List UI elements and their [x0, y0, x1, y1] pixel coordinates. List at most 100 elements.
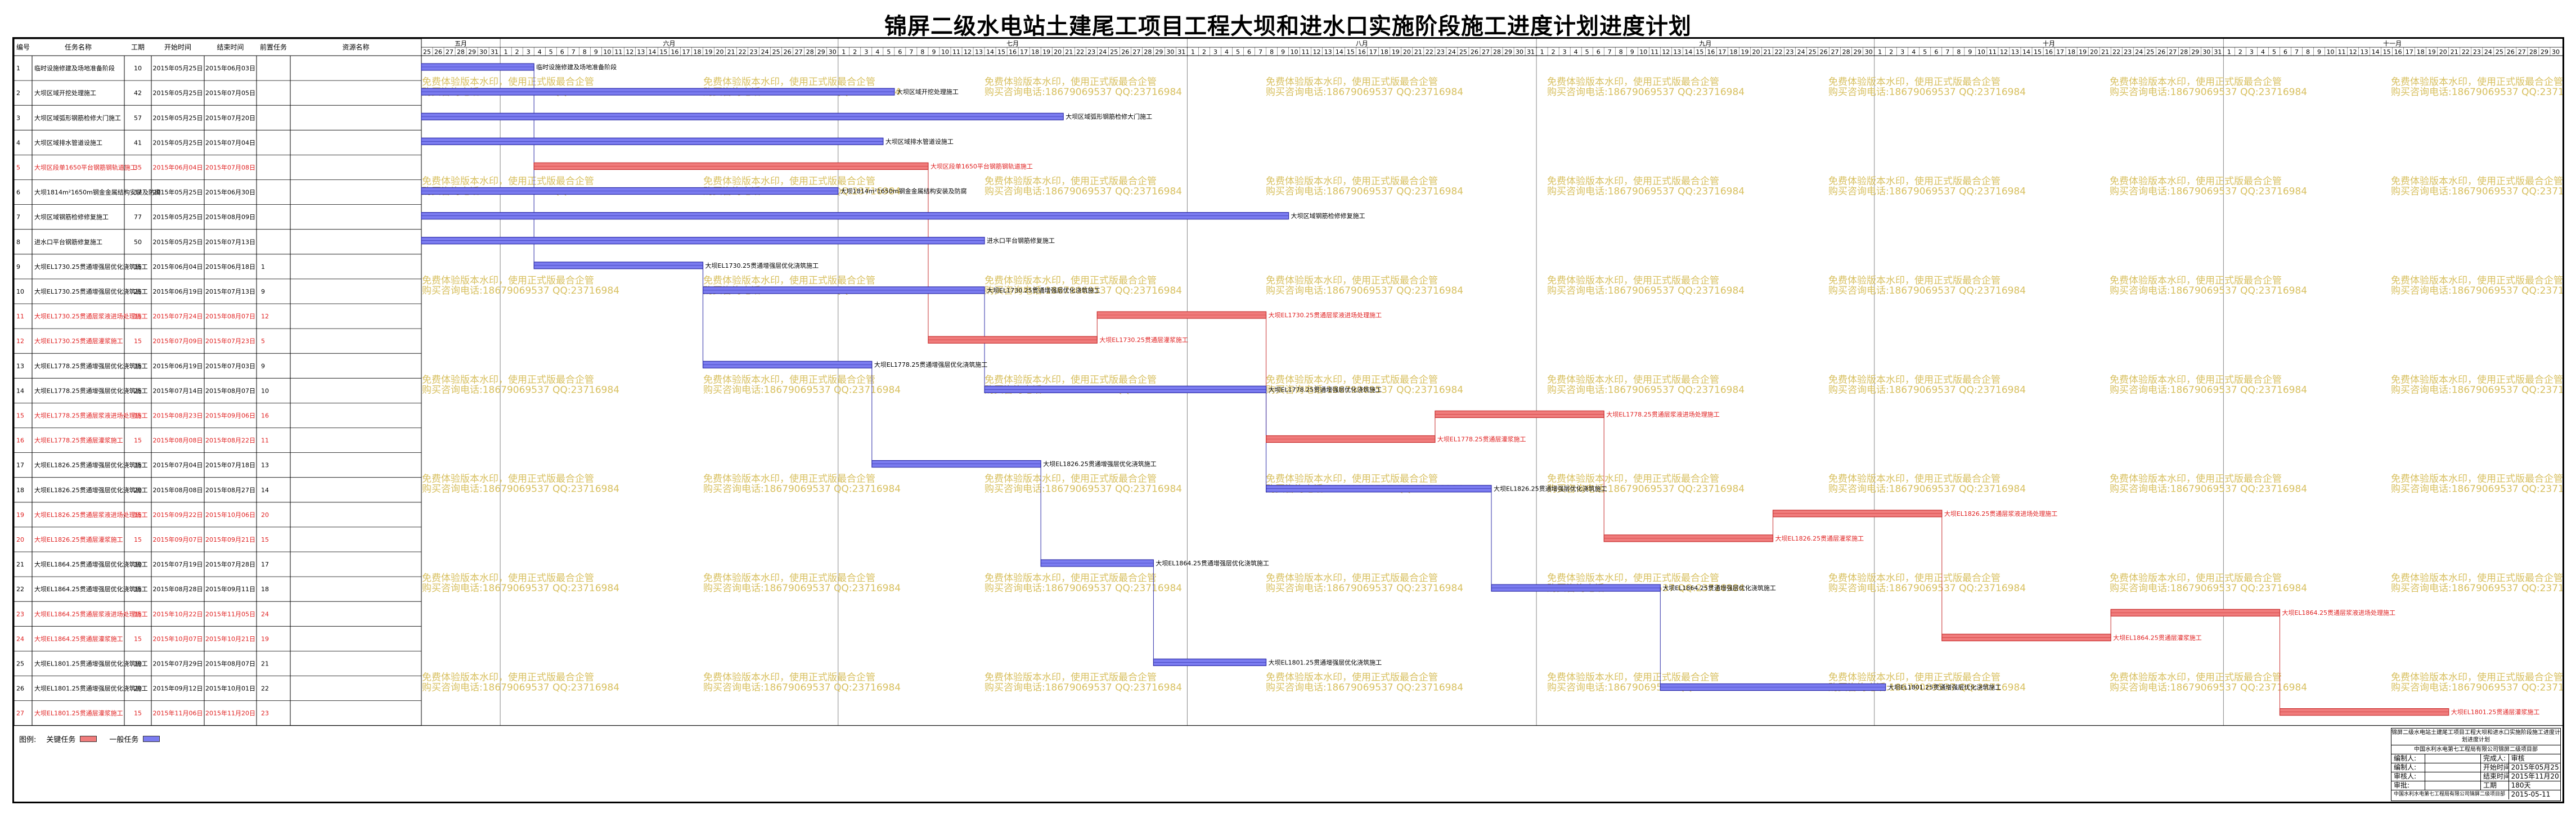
day-label: 28 — [457, 48, 465, 56]
watermark-line: 免费体验版本水印，使用正式版最合企管 — [1828, 473, 2000, 485]
watermark-line: 购买咨询电话:18679069537 QQ:23716984 — [984, 87, 1182, 98]
cell-task-name: 大坝EL1730.25贯通增强层优化浇筑施工 — [34, 263, 148, 271]
task-bar-label: 大坝区域排水管道设施工 — [885, 137, 954, 145]
cell-predecessor: 14 — [261, 487, 269, 494]
day-label: 17 — [2056, 48, 2064, 56]
cell-duration: 37 — [134, 189, 142, 196]
cell-id: 19 — [16, 511, 24, 519]
watermark-line: 免费体验版本水印，使用正式版最合企管 — [2391, 76, 2562, 88]
cell-task-name: 大坝区域弧形钢筋检修大门施工 — [34, 114, 121, 122]
watermark-line: 购买咨询电话:18679069537 QQ:23716984 — [422, 384, 619, 395]
watermark-line: 免费体验版本水印，使用正式版最合企管 — [422, 672, 594, 683]
legend: 图例: 关键任务 一般任务 — [19, 732, 160, 745]
watermark-line: 购买咨询电话:18679069537 QQ:23716984 — [1266, 186, 1463, 197]
cell-duration: 15 — [134, 462, 142, 469]
cell-task-name: 大坝EL1801.25贯通层灌浆施工 — [34, 709, 123, 717]
cell-task-name: 大坝EL1778.25贯通增强层优化浇筑施工 — [34, 386, 148, 394]
cell-id: 6 — [16, 189, 20, 196]
cell-end: 2015年09月21日 — [205, 536, 255, 543]
day-label: 26 — [784, 48, 792, 56]
day-label: 9 — [1968, 48, 1972, 56]
day-label: 21 — [1414, 48, 1422, 56]
task-bar-label: 大坝EL1778.25贯通增强层优化浇筑施工 — [1269, 385, 1382, 393]
day-label: 5 — [1923, 48, 1927, 56]
task-bar-label: 大坝EL1778.25贯通层浆液进场处理施工 — [1606, 410, 1720, 418]
watermark-line: 购买咨询电话:18679069537 QQ:23716984 — [1828, 186, 2026, 197]
cell-task-name: 大坝EL1864.25贯通层浆液进场处理施工 — [34, 610, 148, 618]
watermark-line: 免费体验版本水印，使用正式版最合企管 — [1266, 374, 1438, 385]
watermark-line: 免费体验版本水印，使用正式版最合企管 — [2110, 473, 2282, 485]
cell-duration: 15 — [134, 710, 142, 717]
day-label: 26 — [1820, 48, 1828, 56]
watermark-line: 免费体验版本水印，使用正式版最合企管 — [1547, 76, 1719, 88]
cell-end: 2015年07月13日 — [205, 238, 255, 246]
day-label: 28 — [1144, 48, 1152, 56]
cell-duration: 15 — [134, 412, 142, 419]
day-label: 11 — [2338, 48, 2346, 56]
day-label: 27 — [446, 48, 453, 56]
day-label: 22 — [1076, 48, 1084, 56]
month-label: 十月 — [2043, 39, 2055, 47]
day-label: 26 — [2507, 48, 2515, 56]
watermark-line: 免费体验版本水印，使用正式版最合企管 — [984, 572, 1157, 584]
task-bar-label: 大坝EL1778.25贯通增强层优化浇筑施工 — [874, 361, 988, 368]
watermark-line: 免费体验版本水印，使用正式版最合企管 — [703, 176, 875, 187]
cell-start: 2015年05月25日 — [153, 213, 203, 221]
cell-id: 16 — [16, 437, 24, 444]
day-label: 4 — [538, 48, 542, 56]
watermark-line: 免费体验版本水印，使用正式版最合企管 — [1828, 176, 2000, 187]
day-label: 29 — [1155, 48, 1163, 56]
cell-id: 4 — [16, 139, 20, 146]
cell-duration: 15 — [134, 586, 142, 593]
watermark-line: 购买咨询电话:18679069537 QQ:23716984 — [1547, 87, 1745, 98]
watermark-line: 免费体验版本水印，使用正式版最合企管 — [703, 76, 875, 88]
day-label: 13 — [1673, 48, 1681, 56]
cell-start: 2015年06月04日 — [153, 263, 203, 271]
cell-start: 2015年07月29日 — [153, 659, 203, 667]
watermark-line: 购买咨询电话:18679069537 QQ:23716984 — [1547, 285, 1745, 296]
watermark-line: 免费体验版本水印，使用正式版最合企管 — [1547, 473, 1719, 485]
cell-start: 2015年08月08日 — [153, 486, 203, 494]
day-label: 4 — [1912, 48, 1916, 56]
day-label: 19 — [705, 48, 713, 56]
day-label: 14 — [1336, 48, 1343, 56]
day-label: 10 — [941, 48, 949, 56]
watermark-line: 免费体验版本水印，使用正式版最合企管 — [1828, 374, 2000, 385]
cell-start: 2015年07月14日 — [153, 386, 203, 394]
day-label: 30 — [1865, 48, 1873, 56]
cell-start: 2015年09月12日 — [153, 685, 203, 692]
watermark-line: 购买咨询电话:18679069537 QQ:23716984 — [703, 583, 901, 594]
cell-task-name: 大坝EL1864.25贯通层灌浆施工 — [34, 635, 123, 642]
day-label: 27 — [1132, 48, 1140, 56]
legend-normal-task-label: 一般任务 — [109, 735, 139, 744]
cell-id: 26 — [16, 685, 24, 692]
watermark-line: 免费体验版本水印，使用正式版最合企管 — [1266, 176, 1438, 187]
day-label: 28 — [2529, 48, 2537, 56]
day-label: 20 — [2090, 48, 2098, 56]
day-label: 14 — [986, 48, 994, 56]
day-label: 6 — [560, 48, 564, 56]
column-header: 资源名称 — [342, 43, 369, 51]
month-label: 十一月 — [2383, 39, 2402, 47]
day-label: 13 — [2011, 48, 2019, 56]
cell-task-name: 大坝区段单1650平台钢筋钢轨道施工 — [34, 163, 137, 171]
cell-end: 2015年08月07日 — [205, 659, 255, 667]
watermark-line: 免费体验版本水印，使用正式版最合企管 — [1828, 275, 2000, 286]
cell-start: 2015年10月07日 — [153, 635, 203, 642]
day-label: 12 — [1662, 48, 1670, 56]
day-label: 27 — [2518, 48, 2526, 56]
cell-id: 17 — [16, 462, 24, 469]
day-label: 22 — [1775, 48, 1783, 56]
watermark-line: 购买咨询电话:18679069537 QQ:23716984 — [1266, 583, 1463, 594]
cell-id: 2 — [16, 89, 20, 97]
day-label: 16 — [1707, 48, 1715, 56]
cell-start: 2015年07月04日 — [153, 461, 203, 469]
day-label: 26 — [1121, 48, 1129, 56]
cell-end: 2015年10月21日 — [205, 635, 255, 642]
cell-id: 22 — [16, 586, 24, 593]
cell-predecessor: 9 — [261, 362, 265, 370]
day-label: 11 — [1651, 48, 1658, 56]
column-header: 前置任务 — [260, 43, 287, 51]
watermark-line: 免费体验版本水印，使用正式版最合企管 — [1828, 672, 2000, 683]
